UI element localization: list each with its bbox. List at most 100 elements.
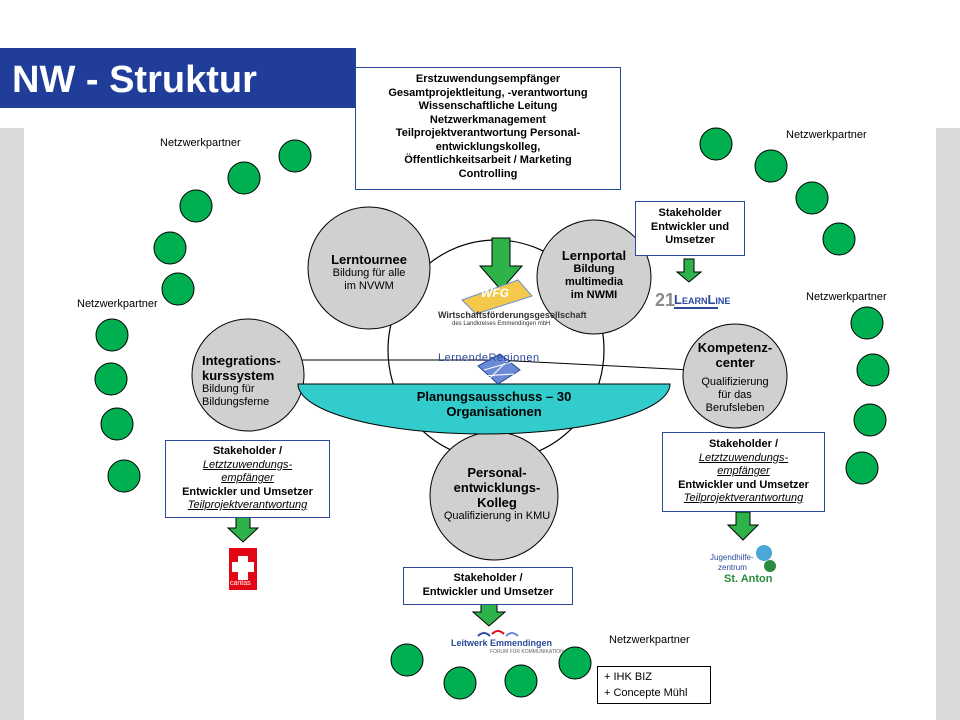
stakeholder-line: empfänger — [221, 472, 274, 484]
leitwerk-logo-icon — [477, 630, 519, 637]
learnline-number: 21 — [655, 290, 676, 310]
lernportal-heading: Lernportal — [561, 248, 627, 263]
stakeholder-line: Entwickler und Umsetzer — [422, 585, 554, 598]
page-title: NW - Struktur — [12, 59, 257, 101]
partner-circle — [504, 664, 538, 698]
network-partner-label-mid-left: Netzwerkpartner — [77, 298, 158, 310]
partner-circle — [845, 451, 879, 485]
partner-circle — [850, 306, 884, 340]
partner-circle — [278, 139, 312, 173]
partner-circle — [853, 403, 887, 437]
partner-circle — [95, 318, 129, 352]
kompetenz-heading: center — [715, 355, 755, 370]
partner-circle — [179, 189, 213, 223]
wfg-logo: WFG — [481, 286, 509, 300]
personal-heading: entwicklungs- — [453, 480, 541, 495]
kompetenz-sub: Berufsleben — [705, 402, 765, 414]
lead-partner-line: entwicklungskolleg, — [435, 140, 541, 153]
planning-ellipse — [297, 383, 671, 435]
lernende-regionen-icon — [477, 353, 521, 385]
partner-circle — [100, 407, 134, 441]
arrow-top-right — [675, 258, 703, 283]
stakeholder-line: Teilprojektverantwortung — [683, 492, 804, 504]
partner-circle — [390, 643, 424, 677]
integration-sub: Bildungsferne — [202, 396, 270, 408]
stakeholder-line: Umsetzer — [665, 234, 715, 246]
lead-partner-line: Erstzuwendungsempfänger — [415, 73, 561, 85]
node-kompetenz — [682, 323, 788, 429]
personal-sub: Qualifizierung in KMU — [443, 510, 551, 522]
lead-partner-line: Öffentlichkeitsarbeit / Marketing — [404, 154, 572, 166]
lead-partner-line: Wissenschaftliche Leitung — [418, 100, 558, 112]
personal-heading: Kolleg — [477, 495, 517, 510]
right-side-bar — [936, 128, 960, 720]
stakeholder-box-right: Stakeholder / Letztzuwendungs- empfänger… — [662, 432, 825, 512]
stakeholder-line: Entwickler und Umsetzer — [182, 485, 313, 498]
personal-heading: Personal- — [467, 465, 527, 480]
stakeholder-box-bottom: Stakeholder / Entwickler und Umsetzer — [403, 567, 573, 605]
stakeholder-line: Stakeholder — [658, 207, 722, 219]
jugendhilfe-line: zentrum — [718, 563, 747, 572]
kompetenz-label: Kompetenz- center Qualifizierung für das… — [683, 340, 787, 415]
partner-circle — [754, 149, 788, 183]
partners-list-item: + IHK BIZ — [604, 671, 652, 683]
stakeholder-line: Stakeholder / — [708, 438, 779, 450]
partner-circle — [107, 459, 141, 493]
lerntournee-sub: Bildung für alle — [332, 267, 406, 279]
network-partner-label-top-right: Netzwerkpartner — [786, 129, 867, 141]
wfg-name-line: des Landkreises Emmendingen mbH — [452, 321, 551, 327]
lernportal-sub: multimedia — [564, 276, 624, 288]
integration-heading: kurssystem — [202, 368, 275, 383]
network-partner-label-top-left: Netzwerkpartner — [160, 137, 241, 149]
network-partner-label-mid-right: Netzwerkpartner — [806, 291, 887, 303]
partner-circle — [795, 181, 829, 215]
network-partner-label-bottom: Netzwerkpartner — [609, 634, 690, 646]
node-integration — [191, 318, 305, 432]
lead-partner-box: Erstzuwendungsempfänger Gesamtprojektlei… — [355, 67, 621, 190]
jugendhilfe-line: Jugendhilfe- — [710, 553, 754, 562]
st-anton-logo-icon — [756, 545, 776, 572]
partners-list-box: + IHK BIZ + Concepte Mühl — [597, 666, 711, 704]
kompetenz-sub: Qualifizierung — [701, 376, 769, 388]
stakeholder-line: Entwickler und Umsetzer — [678, 478, 809, 491]
planning-line: Planungsausschuss – 30 — [416, 389, 572, 404]
personal-label: Personal- entwicklungs- Kolleg Qualifizi… — [436, 465, 558, 523]
partner-circle — [699, 127, 733, 161]
learnline-logo: LearnLine — [674, 292, 731, 307]
left-side-bar — [0, 128, 24, 720]
title-bar — [0, 48, 356, 108]
node-lerntournee — [307, 206, 431, 330]
lead-partner-line: Controlling — [458, 167, 518, 180]
lernportal-label: Lernportal Bildung multimedia im NWMI — [546, 248, 642, 302]
leitwerk-name: Leitwerk Emmendingen — [451, 638, 553, 648]
lead-partner-line: Netzwerkmanagement — [429, 113, 547, 126]
lernende-regionen-label: LernendeRegionen — [438, 352, 540, 364]
stakeholder-line: Letztzuwendungs- — [698, 451, 789, 464]
caritas-label: caritas — [230, 580, 251, 587]
wfg-name-line: Wirtschaftsförderungsgesellschaft — [438, 310, 587, 320]
partner-circle — [822, 222, 856, 256]
partner-circle — [443, 666, 477, 700]
partner-circle — [153, 231, 187, 265]
leitwerk-sub: FORUM FÜR KOMMUNIKATION — [490, 649, 564, 655]
integration-label: Integrations- kurssystem Bildung für Bil… — [202, 353, 302, 409]
partner-circle — [227, 161, 261, 195]
stakeholder-line: Letztzuwendungs- — [202, 458, 293, 471]
lead-partner-line: Gesamtprojektleitung, -verantwortung — [388, 86, 588, 99]
partner-circle — [161, 272, 195, 306]
partner-circle — [558, 646, 592, 680]
integration-heading: Integrations- — [202, 353, 281, 368]
arrow-top-center — [478, 237, 524, 291]
learnline-bar — [674, 307, 718, 309]
planning-committee-label: Planungsausschuss – 30 Organisationen — [398, 389, 590, 419]
lerntournee-label: Lerntournee Bildung für alle im NVWM — [314, 252, 424, 293]
planning-line: Organisationen — [446, 404, 542, 419]
partner-circle — [94, 362, 128, 396]
stakeholder-line: Teilprojektverantwortung — [187, 499, 308, 511]
lead-partner-line: Teilprojektverantwortung Personal- — [395, 127, 581, 139]
st-anton-name: St. Anton — [724, 573, 773, 585]
node-lernportal — [536, 219, 652, 335]
wfg-logo-icon — [461, 279, 533, 315]
lerntournee-sub: im NVWM — [344, 280, 394, 292]
